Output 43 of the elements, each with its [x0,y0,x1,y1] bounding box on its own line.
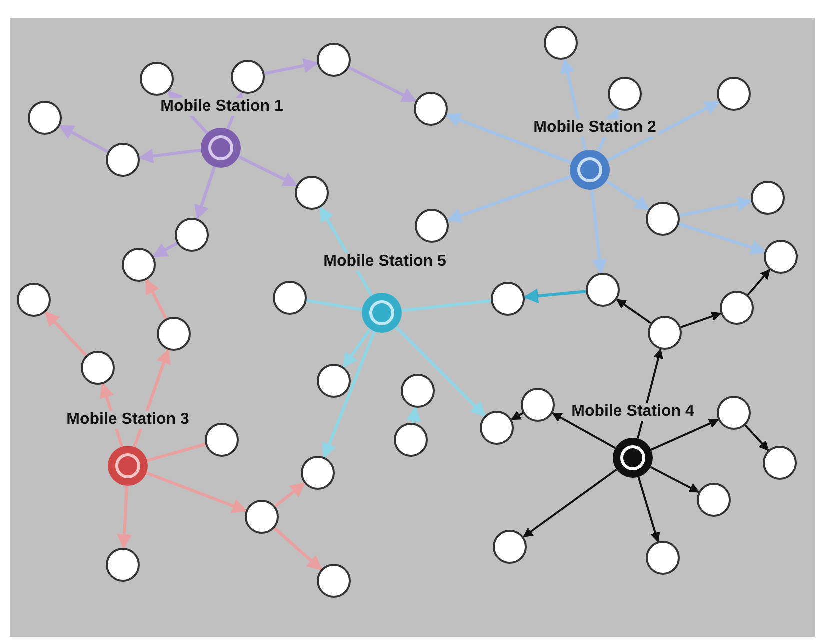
arrow [650,466,700,494]
arrow [650,418,720,451]
arrow [638,476,660,543]
arrow [44,311,88,357]
arrow [606,180,650,211]
arrow [274,527,322,571]
arrow [607,100,720,162]
arrow [264,58,319,76]
arrow [152,242,178,258]
station-label: Mobile Station 2 [532,119,658,137]
arrow [616,298,652,324]
arrow [679,196,753,218]
connector-line [146,443,206,462]
arrow [138,148,202,164]
arrow [678,222,766,255]
arrow [406,406,422,424]
arrow [348,66,418,103]
arrow [510,410,524,421]
arrow [446,112,572,164]
arrow [274,482,306,508]
arrow [342,328,372,368]
arrow [146,472,248,514]
connector-line [306,299,363,312]
arrow [322,331,376,459]
arrow [194,166,216,220]
arrow [446,175,572,223]
arrow [117,486,132,550]
arrow [747,269,771,296]
arrow [552,412,616,450]
station-label: Mobile Station 4 [570,403,696,421]
station-label: Mobile Station 3 [64,411,192,429]
arrow [523,288,586,304]
arrow [145,278,168,320]
arrow [395,326,486,418]
station-label: Mobile Station 1 [158,98,286,116]
arrow [680,312,722,328]
arrow [590,190,608,275]
arrow [238,156,298,187]
arrow [523,468,618,538]
station-label: Mobile Station 5 [322,253,448,271]
arrow [744,424,770,452]
connector-line [402,299,492,312]
arrow [58,124,109,154]
